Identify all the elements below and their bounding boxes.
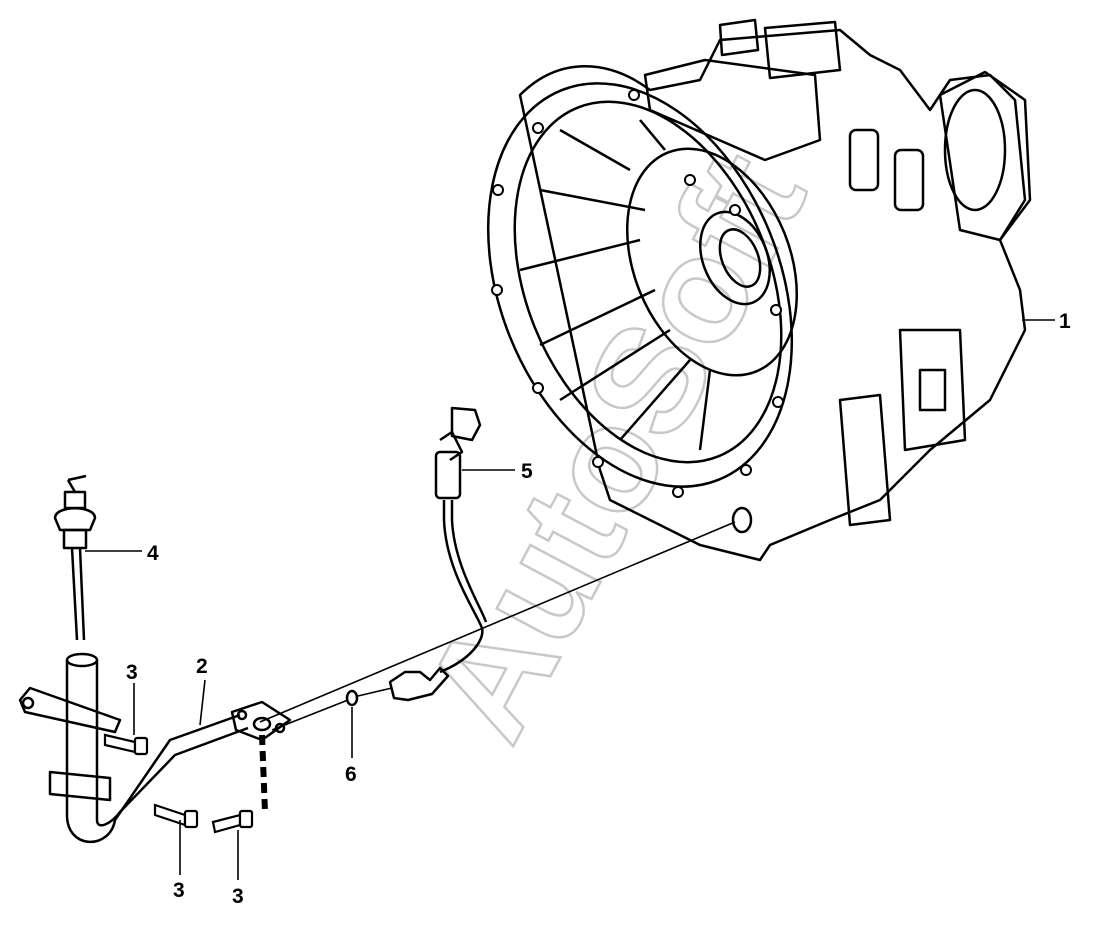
callout-4: 4 <box>147 542 159 565</box>
bolts <box>103 733 254 834</box>
callout-3-upper: 3 <box>126 661 138 684</box>
callout-1: 1 <box>1059 310 1071 333</box>
leader-lines <box>85 319 1055 880</box>
callout-3-lower-left: 3 <box>173 879 185 902</box>
breather-hose <box>388 406 488 702</box>
callout-2: 2 <box>196 655 208 678</box>
seal-ring <box>345 689 359 707</box>
callout-5: 5 <box>521 460 533 483</box>
callout-6: 6 <box>345 763 357 786</box>
transmission-housing <box>486 18 1032 562</box>
callout-3-lower-right: 3 <box>232 885 244 908</box>
oil-fill-tube <box>18 474 292 844</box>
